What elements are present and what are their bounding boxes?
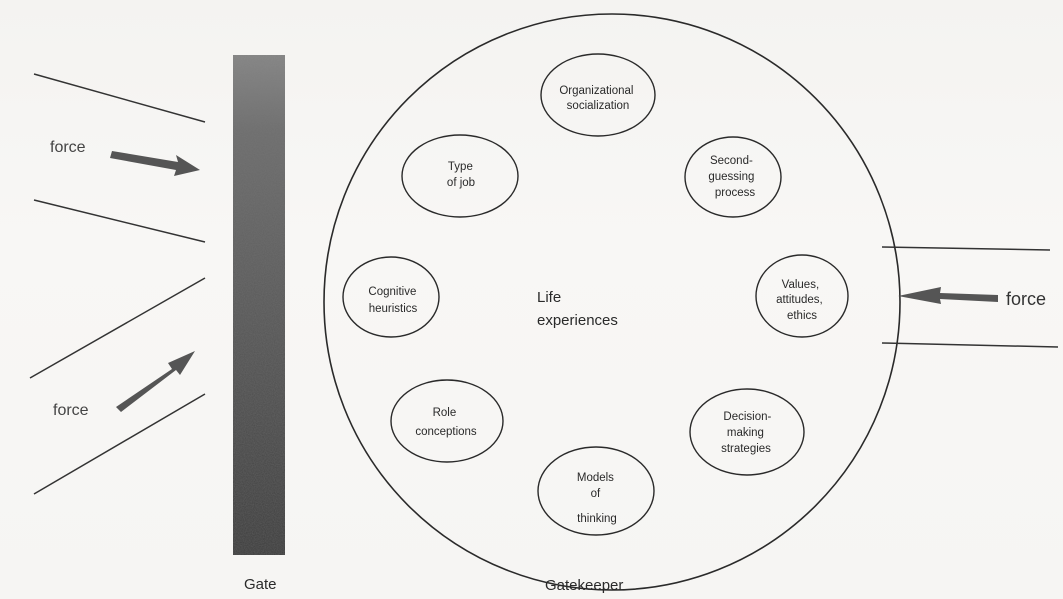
oval-shape [755, 254, 849, 338]
oval-shape [540, 53, 656, 137]
oval-text-line: conceptions [415, 426, 477, 438]
oval-text-line: guessing [708, 171, 754, 183]
force-arrow-upper [110, 151, 200, 176]
oval-values-attitudes-ethics: Values, attitudes, ethics [755, 254, 849, 338]
oval-text-line: strategies [721, 443, 771, 455]
svg-text:Organizational socializa: Organizational socialization [559, 85, 636, 112]
oval-shape [390, 379, 504, 463]
right-channel-top [881, 246, 1051, 251]
force-label-lower: force [53, 402, 89, 419]
oval-shape [689, 388, 805, 476]
force-arrow-right [898, 287, 998, 304]
oval-text-line: Organizational [559, 85, 633, 97]
gatekeeper-label: Gatekeeper [545, 577, 623, 594]
oval-text-line: Values, [782, 279, 820, 291]
oval-text-line: Cognitive [368, 286, 416, 298]
svg-text:Values, attitudes,: Values, attitudes, ethics [776, 279, 826, 322]
svg-text:Second- guessing p: Second- guessing process [708, 155, 757, 199]
oval-type-of-job: Type of job [401, 134, 519, 218]
left-channel-lines [29, 73, 206, 495]
channel-line-1 [33, 73, 206, 123]
oval-models-of-thinking: Models of thinking [537, 446, 655, 536]
gatekeeper-circle [323, 13, 901, 591]
oval-cognitive-heuristics: Cognitive heuristics [342, 256, 440, 338]
oval-decision-making-strategies: Decision- making strategies [689, 388, 805, 476]
oval-text-line: Decision- [723, 411, 771, 423]
gate-label: Gate [244, 576, 277, 593]
center-label-line-2: experiences [537, 312, 618, 329]
oval-text-line: socialization [567, 100, 630, 112]
oval-organizational-socialization: Organizational socialization [540, 53, 656, 137]
oval-text-line: ethics [787, 310, 817, 322]
right-channel-bottom [881, 342, 1059, 348]
right-channel-lines [881, 246, 1059, 348]
channel-line-2 [33, 199, 206, 243]
oval-text-line: of [591, 488, 601, 500]
oval-text-line: attitudes, [776, 294, 823, 306]
force-arrow-lower [116, 351, 195, 412]
channel-line-4 [33, 393, 206, 495]
force-arrow-right-shape [898, 287, 998, 304]
force-arrow-lower-shape [116, 351, 195, 412]
oval-shape [342, 256, 440, 338]
oval-text-line: of job [447, 177, 475, 189]
oval-shape [401, 134, 519, 218]
svg-text:Models of thinking: Models of thinking [577, 472, 617, 525]
gate-bar-texture [233, 55, 285, 555]
oval-text-line: thinking [577, 513, 617, 525]
oval-text-line: Role [433, 407, 457, 419]
oval-text-line: Models [577, 472, 614, 484]
oval-text-line: heuristics [369, 303, 418, 315]
force-label-right: force [1006, 289, 1046, 309]
svg-text:Cognitive heuristics: Cognitive heuristics [368, 286, 419, 315]
oval-role-conceptions: Role conceptions [390, 379, 504, 463]
oval-text-line: Second- [710, 155, 753, 167]
channel-line-3 [29, 277, 206, 379]
oval-shape [537, 446, 655, 536]
oval-second-guessing-process: Second- guessing process [684, 136, 782, 218]
svg-text:Role conceptions: Role conceptions [415, 407, 477, 438]
oval-text-line: making [727, 427, 764, 439]
center-label-line-1: Life [537, 289, 561, 306]
svg-text:Type of job: Type of job [447, 161, 476, 189]
gate [233, 55, 285, 555]
oval-shape [684, 136, 782, 218]
force-arrow-upper-shape [110, 151, 200, 176]
oval-text-line: process [715, 187, 756, 199]
oval-text-line: Type [448, 161, 473, 173]
center-label: Life experiences [537, 289, 618, 329]
force-label-upper: force [50, 139, 86, 156]
svg-text:Decision- making s: Decision- making strategies [721, 411, 775, 455]
